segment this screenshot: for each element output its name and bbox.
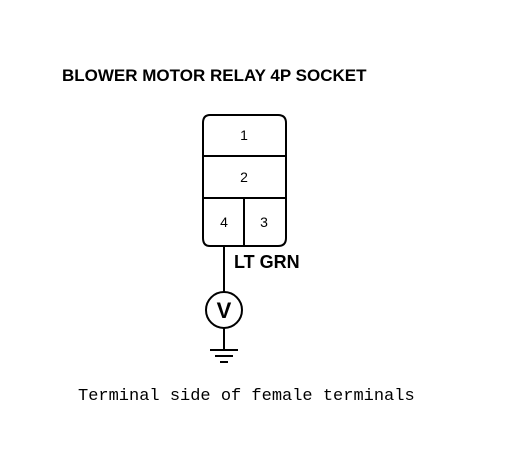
diagram-title: BLOWER MOTOR RELAY 4P SOCKET <box>62 66 367 85</box>
voltmeter-symbol: V <box>217 298 232 323</box>
socket-outline <box>202 114 287 247</box>
terminal-1-label: 1 <box>240 127 248 143</box>
connector-socket <box>202 114 287 247</box>
ground-icon <box>210 349 238 363</box>
terminal-2-label: 2 <box>240 169 248 185</box>
voltmeter-icon: V <box>205 291 243 329</box>
terminal-4-label: 4 <box>220 214 228 230</box>
wire-color-label: LT GRN <box>234 252 300 272</box>
diagram-caption: Terminal side of female terminals <box>78 387 415 406</box>
terminal-3-label: 3 <box>260 214 268 230</box>
